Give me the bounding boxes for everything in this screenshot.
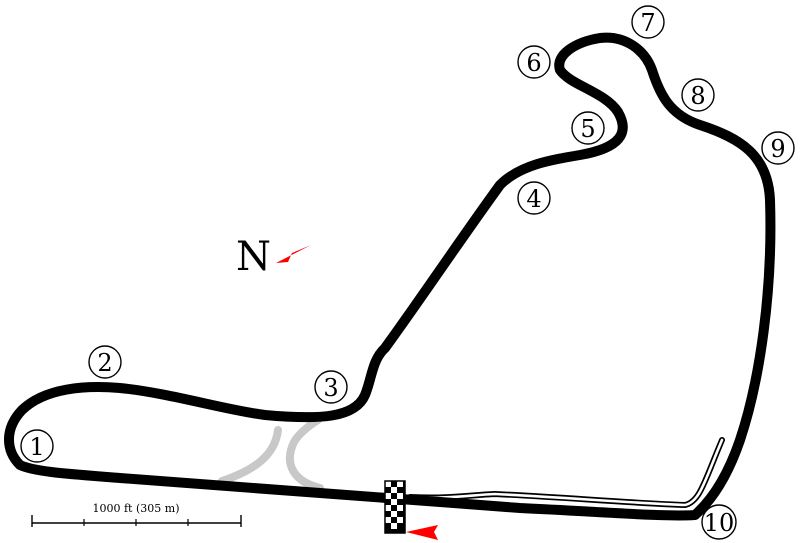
corner-marker-7: 7: [631, 5, 665, 39]
svg-text:5: 5: [580, 115, 595, 143]
pit-lane: [407, 437, 725, 508]
scale-label: 1000 ft (305 m): [93, 502, 180, 515]
compass: N: [236, 234, 311, 280]
svg-text:9: 9: [770, 135, 785, 163]
corner-marker-10: 10: [701, 504, 737, 540]
north-arrow-icon: [276, 245, 311, 263]
svg-text:2: 2: [97, 349, 112, 377]
corner-marker-6: 6: [517, 45, 551, 79]
runoff-connector-right: [285, 416, 324, 492]
track-outline: [4, 32, 776, 521]
corner-marker-4: 4: [517, 181, 551, 215]
svg-text:6: 6: [526, 49, 541, 77]
svg-text:1: 1: [29, 433, 44, 461]
north-label: N: [236, 234, 271, 280]
corner-marker-9: 9: [761, 131, 795, 165]
svg-text:10: 10: [704, 509, 735, 537]
svg-text:8: 8: [690, 82, 705, 110]
svg-text:3: 3: [323, 374, 338, 402]
svg-text:7: 7: [640, 9, 655, 37]
svg-text:4: 4: [526, 185, 541, 213]
corner-marker-3: 3: [314, 370, 348, 404]
scale-bar: 1000 ft (305 m): [31, 502, 242, 527]
direction-arrow-icon: [406, 525, 438, 540]
pit-lane-inner: [408, 438, 724, 507]
corner-marker-1: 1: [20, 429, 54, 463]
corner-marker-2: 2: [88, 345, 122, 379]
corner-marker-5: 5: [571, 111, 605, 145]
runoff-connector-left: [218, 426, 282, 485]
corner-marker-8: 8: [681, 78, 715, 112]
start-finish-line: [384, 480, 406, 534]
